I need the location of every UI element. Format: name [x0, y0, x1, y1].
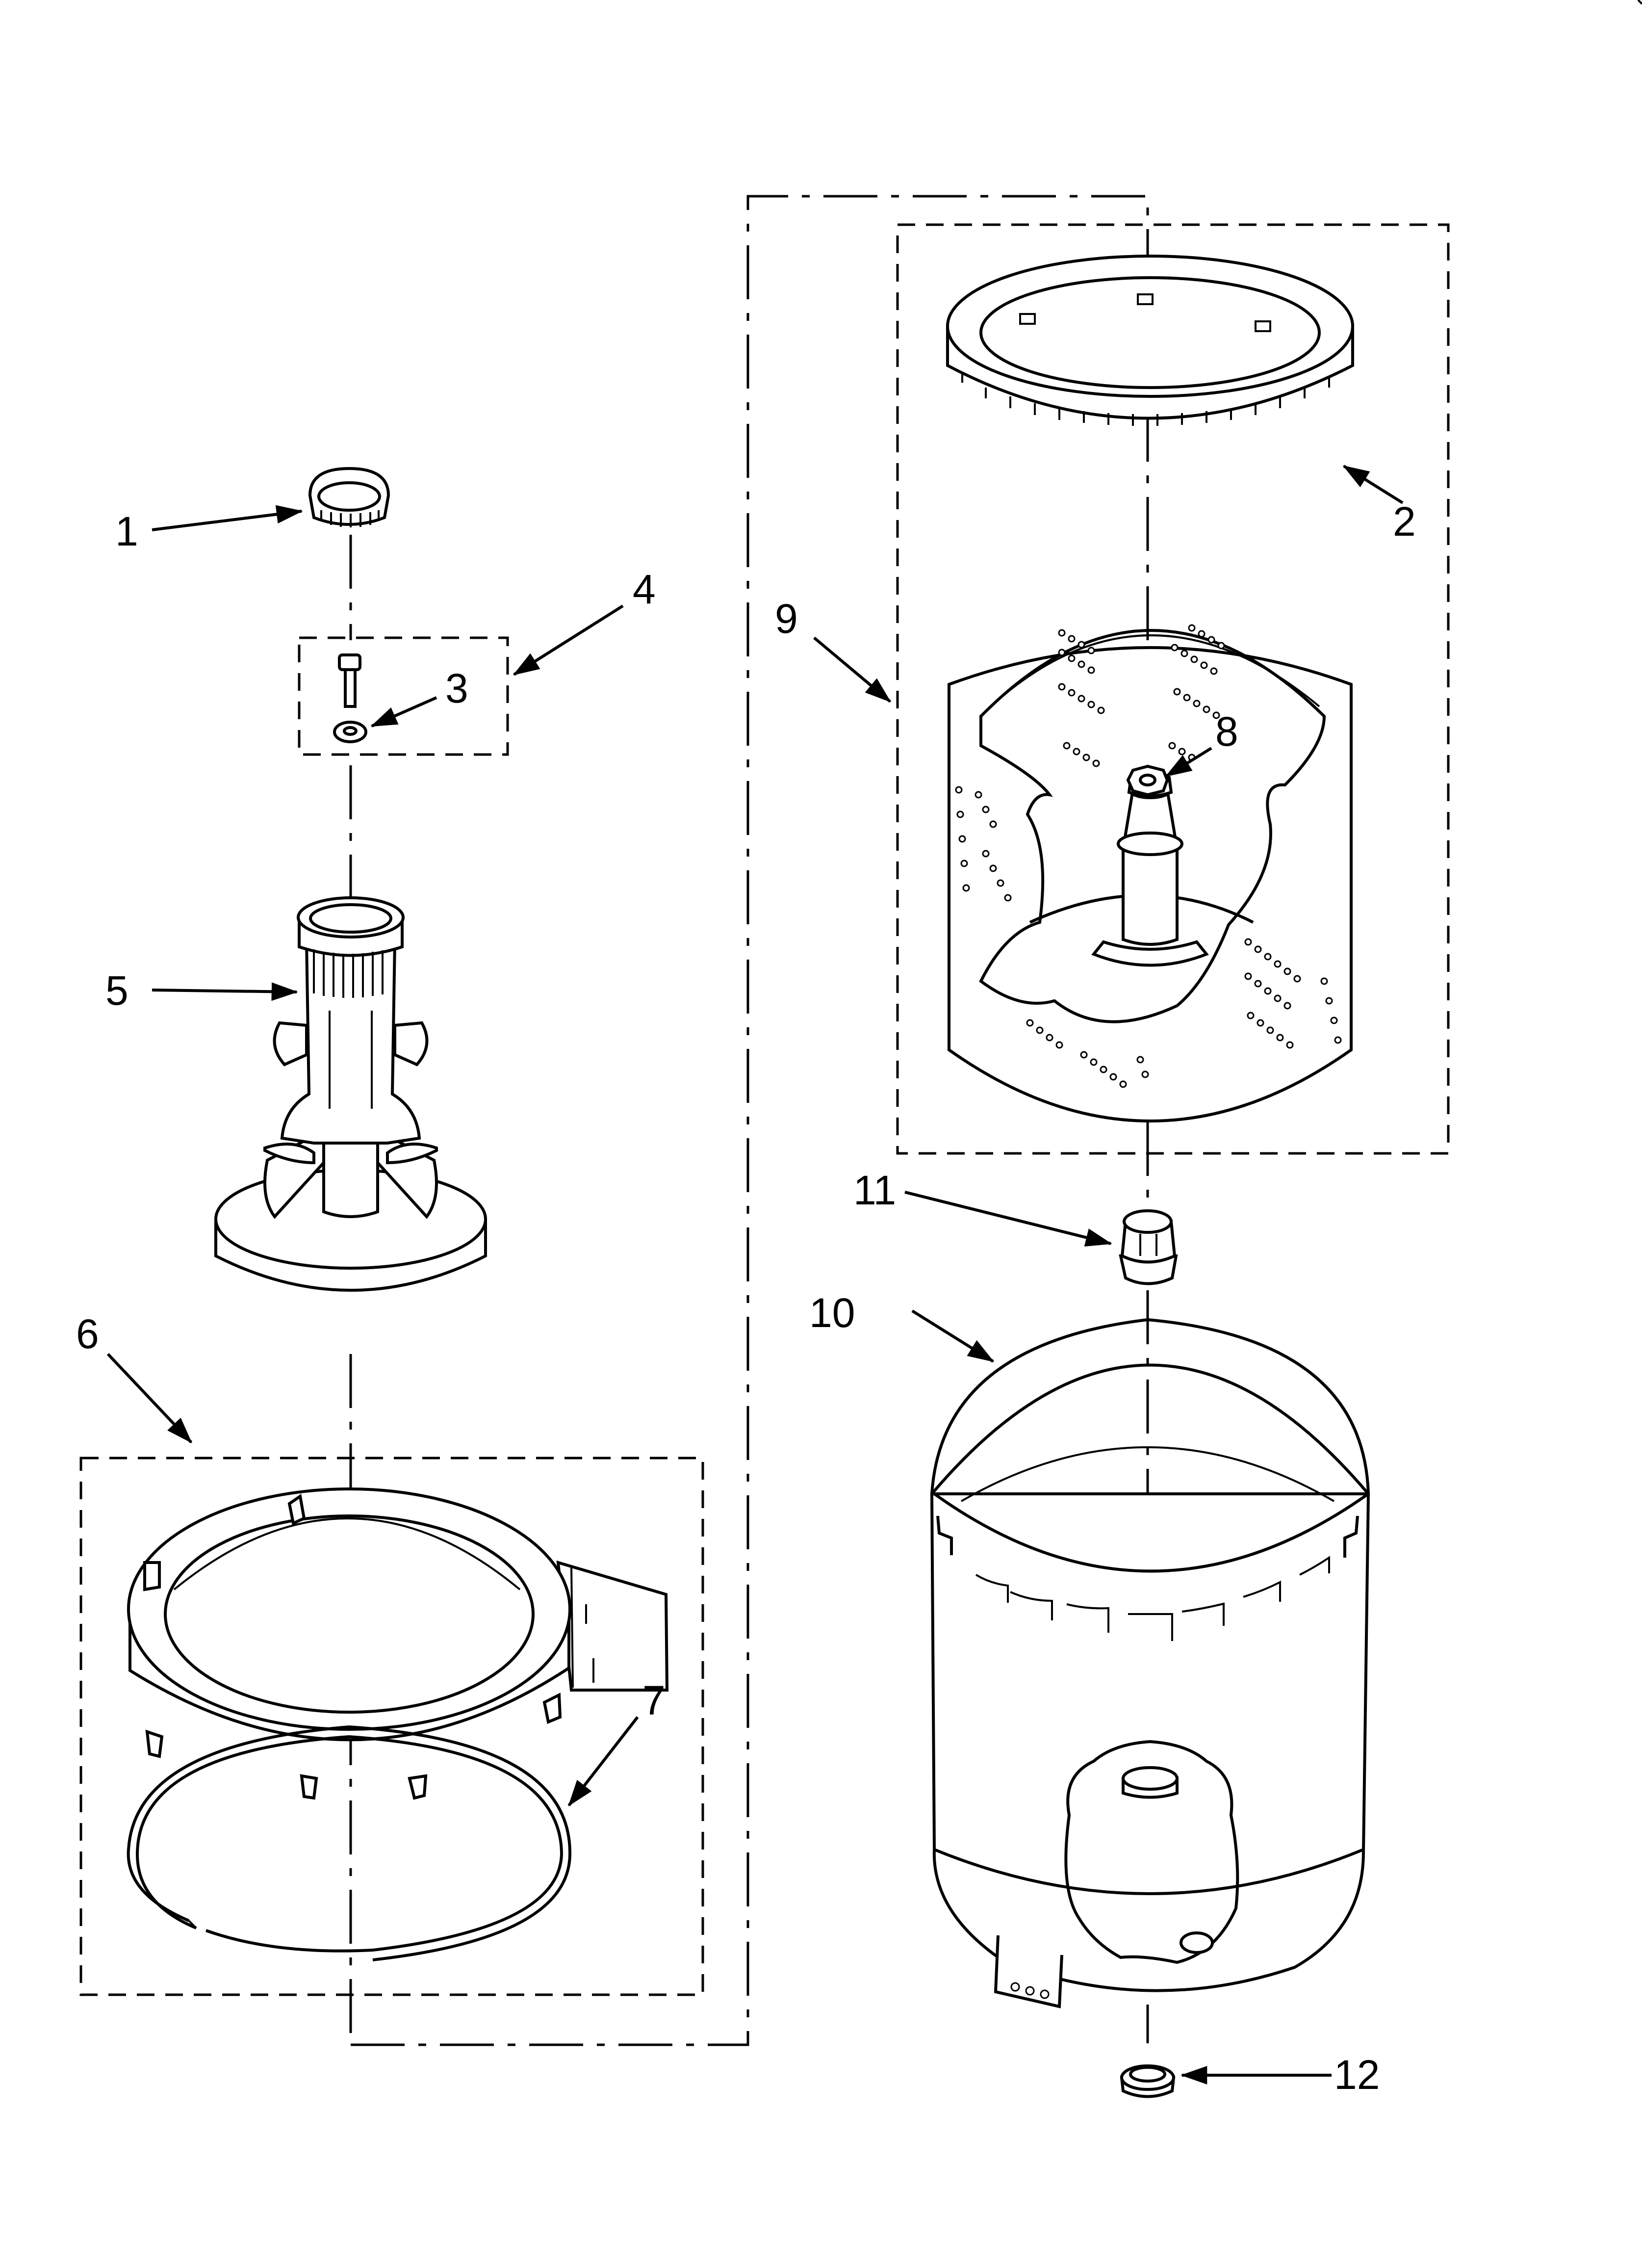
- callout-6: 6: [76, 1311, 99, 1357]
- part-3-bolt-washer: [333, 653, 367, 743]
- corner-mark: [1637, 0, 1642, 5]
- callout-12: 12: [1334, 2052, 1380, 2098]
- callout-10: 10: [809, 1290, 855, 1336]
- callout-5: 5: [105, 967, 128, 1014]
- group-box-4: [298, 636, 509, 756]
- callout-8: 8: [1215, 708, 1238, 755]
- part-10-outer-tub: [930, 1318, 1370, 2008]
- part-12-plug: [1120, 2064, 1176, 2098]
- callout-7: 7: [642, 1677, 666, 1723]
- leader-lines: [106, 465, 1404, 2085]
- group-box-6: [79, 1457, 704, 1996]
- part-1-cap: [308, 467, 390, 527]
- part-7-snap-ring: [127, 1725, 572, 1961]
- callout-11: 11: [853, 1167, 896, 1213]
- callout-3: 3: [445, 665, 468, 711]
- callout-9: 9: [775, 596, 798, 642]
- callout-2: 2: [1393, 498, 1416, 545]
- basket-perforations: [955, 624, 1342, 1088]
- callout-4: 4: [633, 566, 656, 612]
- callout-1: 1: [115, 508, 138, 554]
- callout-labels: 1 2 3 4 5 6 7 8 9 10 11 12: [76, 498, 1416, 2098]
- part-6-tub-ring: [127, 1487, 669, 1800]
- part-8-nut: [1126, 764, 1169, 797]
- part-5-agitator: [214, 896, 487, 1292]
- part-2-balance-ring: [946, 255, 1354, 426]
- part-11-coupling: [1119, 1209, 1178, 1285]
- part-9-basket: [948, 629, 1353, 1122]
